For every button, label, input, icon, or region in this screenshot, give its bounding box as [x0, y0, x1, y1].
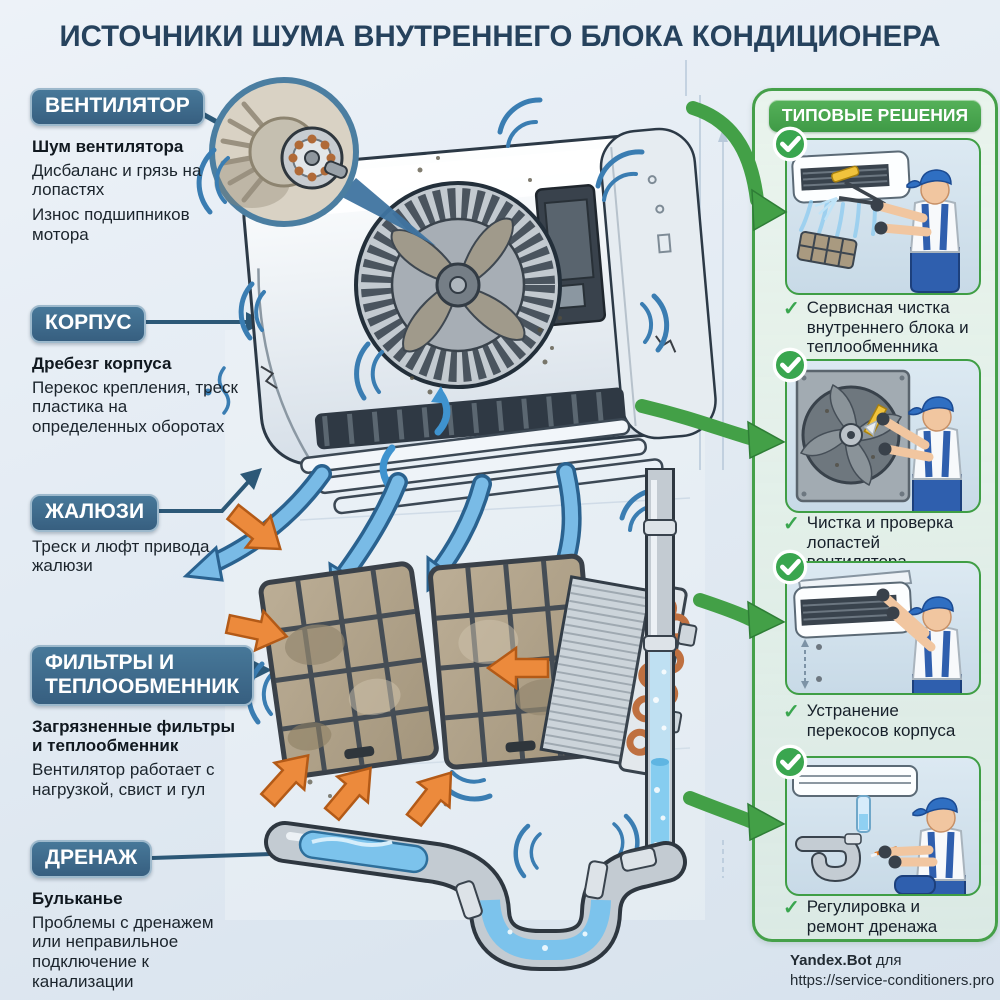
callout-fan-line: Дисбаланс и грязь на лопастях — [32, 160, 202, 200]
condensate-pipe — [643, 468, 677, 868]
solution-card-leveling — [785, 561, 981, 695]
callout-louvers: ЖАЛЮЗИ Треск и люфт привода жалюзи — [30, 494, 248, 576]
solution-card-cleaning — [785, 138, 981, 295]
bearing-icon — [280, 126, 348, 190]
cleaning-scene — [791, 150, 979, 293]
check-badge-icon — [771, 125, 809, 163]
callout-drain-line: Проблемы с дренажем или неправильное под… — [32, 912, 214, 991]
callout-fan-label: ВЕНТИЛЯТОР — [30, 88, 205, 126]
solution-caption: ✓ Сервисная чистка внутреннего блока и т… — [783, 298, 979, 357]
fan-cleaning-scene — [795, 369, 979, 511]
callout-fan: ВЕНТИЛЯТОР Шум вентилятора Дисбаланс и г… — [30, 88, 248, 244]
callout-fan-line: Износ подшипников мотора — [32, 204, 190, 244]
callout-filters-heading: Загрязненные фильтры и теплообменник — [32, 717, 235, 756]
callout-filters-label: ФИЛЬТРЫ И ТЕПЛООБМЕННИК — [30, 645, 255, 707]
callout-filters-line: Вентилятор работает с нагрузкой, свист и… — [32, 760, 215, 799]
check-badge-icon — [771, 548, 809, 586]
callout-fan-heading: Шум вентилятора — [32, 136, 184, 156]
attribution: Yandex.Bot для https://service-condition… — [790, 951, 994, 990]
solution-caption-text: Регулировка и ремонт дренажа — [806, 897, 938, 936]
check-icon: ✓ — [783, 701, 800, 723]
solutions-header: ТИПОВЫЕ РЕШЕНИЯ — [768, 100, 982, 132]
drain-repair-scene — [792, 765, 979, 894]
callout-housing-line: Перекос крепления, треск пластика на опр… — [32, 377, 238, 436]
solution-card-fan-blades — [785, 359, 981, 513]
check-badge-icon — [771, 346, 809, 384]
callout-housing-heading: Дребезг корпуса — [32, 353, 172, 373]
attribution-suffix: для — [875, 952, 902, 969]
solution-caption-text: Устранение перекосов корпуса — [806, 701, 956, 740]
blower-fan-icon — [354, 156, 562, 395]
check-icon: ✓ — [783, 513, 800, 535]
attribution-url: https://service-conditioners.pro — [790, 971, 995, 989]
callout-louvers-label: ЖАЛЮЗИ — [30, 494, 160, 532]
check-icon: ✓ — [783, 897, 800, 919]
check-badge-icon — [771, 743, 809, 781]
solution-card-drain — [785, 756, 981, 896]
callout-drain-label: ДРЕНАЖ — [30, 840, 153, 878]
callout-housing: КОРПУС Дребезг корпуса Перекос крепления… — [30, 305, 248, 437]
drain-pipes — [264, 821, 687, 971]
check-icon: ✓ — [783, 298, 800, 320]
callout-housing-label: КОРПУС — [30, 305, 147, 343]
solution-caption: ✓ Устранение перекосов корпуса — [783, 701, 979, 740]
solutions-panel: ТИПОВЫЕ РЕШЕНИЯ — [752, 88, 998, 942]
solution-caption-text: Сервисная чистка внутреннего блока и теп… — [806, 298, 969, 357]
attribution-brand: Yandex.Bot — [790, 952, 872, 969]
callout-drain: ДРЕНАЖ Бульканье Проблемы с дренажем или… — [30, 840, 248, 991]
callout-filters: ФИЛЬТРЫ И ТЕПЛООБМЕННИК Загрязненные фил… — [30, 645, 255, 800]
callout-louvers-line: Треск и люфт привода жалюзи — [32, 536, 210, 576]
callout-drain-heading: Бульканье — [32, 888, 123, 908]
page-title: ИСТОЧНИКИ ШУМА ВНУТРЕННЕГО БЛОКА КОНДИЦИ… — [59, 20, 941, 53]
solution-caption: ✓ Регулировка и ремонт дренажа — [783, 897, 979, 936]
leveling-scene — [793, 569, 979, 693]
